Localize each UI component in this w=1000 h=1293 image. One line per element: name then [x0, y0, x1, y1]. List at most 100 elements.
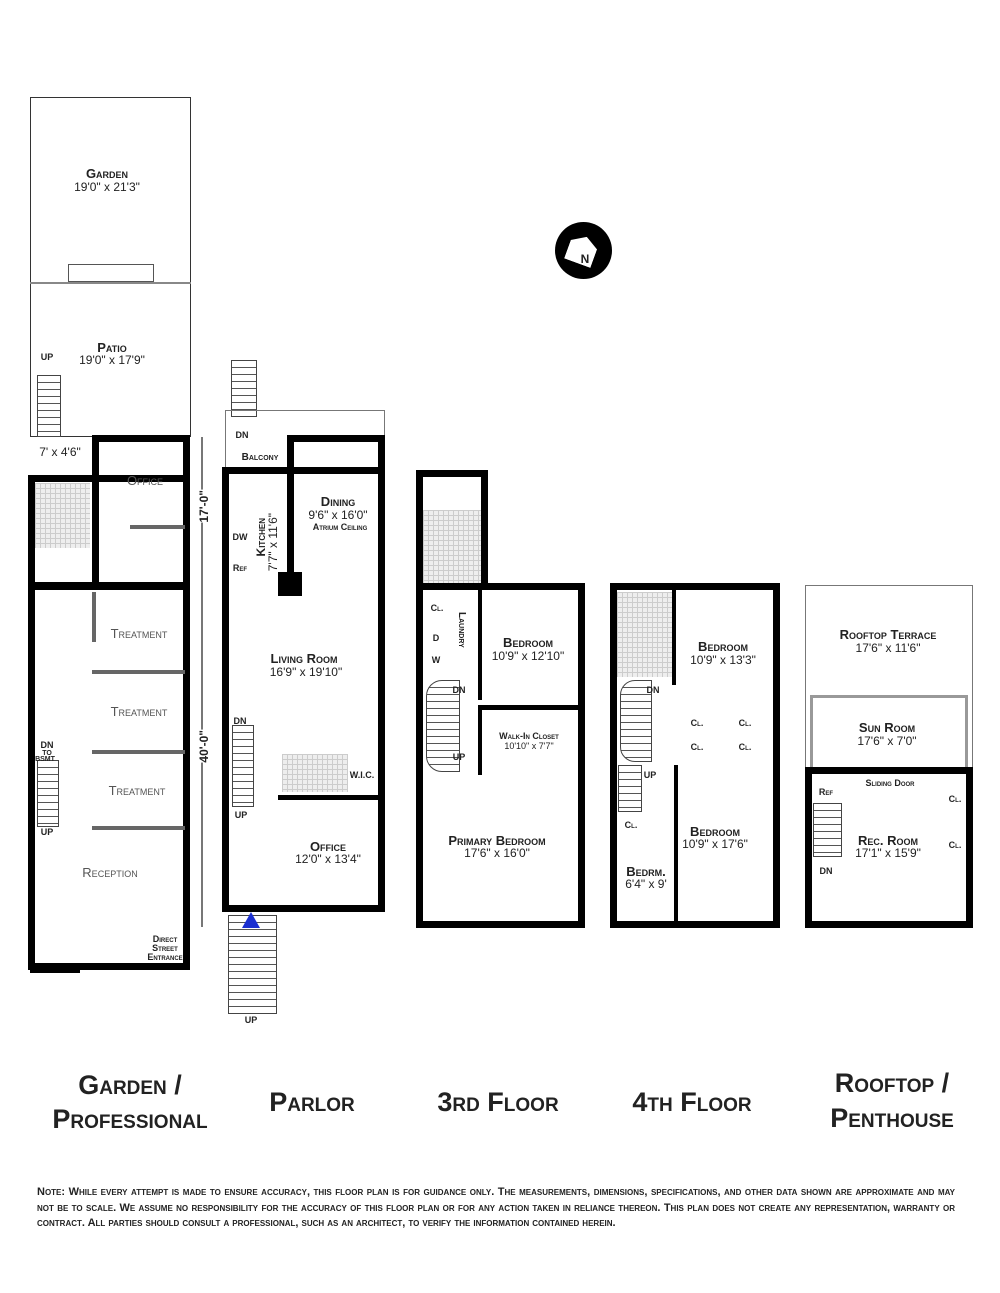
- living-room-dims: 16'9" x 19'10": [269, 665, 343, 679]
- parlor-stairs: [232, 725, 254, 807]
- stoop-stairs: [228, 915, 277, 1014]
- office-wall: [278, 795, 378, 800]
- basement-stairs: [37, 760, 59, 827]
- entrance-label-1: Direct: [152, 934, 178, 944]
- entrance-label-3: Entrance: [147, 952, 183, 962]
- bath-bump-walls: [416, 470, 488, 590]
- third-dn-label: DN: [452, 685, 466, 695]
- column: [278, 572, 302, 596]
- primary-bedroom-dims: 17'6" x 16'0": [464, 846, 530, 860]
- patio-label: Patio: [97, 340, 127, 355]
- spiral-stairs: [426, 680, 460, 772]
- garden-patio-divider: [30, 282, 191, 284]
- dryer-label: D: [432, 633, 440, 643]
- office-partition: [130, 525, 185, 529]
- kitchen-dims: 7'7" x 11'6": [266, 513, 280, 572]
- title-fourth: 4th Floor: [632, 1087, 752, 1117]
- dim-upper: 17'-0": [197, 490, 211, 523]
- fourth-up-label: UP: [643, 770, 657, 780]
- parlor-office-dims: 12'0" x 13'4": [295, 852, 361, 866]
- balcony-stairs: [231, 360, 257, 417]
- parlor-outer-walls: [222, 467, 385, 912]
- fourth-bedroom1-dims: 10'9" x 13'3": [690, 653, 756, 667]
- treatment-2-label: Treatment: [110, 704, 168, 719]
- dim-lower: 40'-0": [197, 730, 211, 763]
- rooftop-ref-label: Ref: [818, 787, 834, 797]
- garden-wall-mid: [35, 582, 190, 590]
- treatment-3-label: Treatment: [108, 783, 166, 798]
- garden-bathroom: [35, 483, 90, 548]
- patio-dims: 19'0" x 17'9": [79, 353, 145, 367]
- walkin-label: Walk-In Closet: [499, 731, 559, 741]
- title-rooftop-2: Penthouse: [830, 1103, 954, 1133]
- entrance-label-2: Street: [152, 943, 178, 953]
- dining-label: Dining: [320, 494, 356, 509]
- rec-room-dims: 17'1" x 15'9": [855, 846, 921, 860]
- treatment-wall-2: [92, 670, 185, 674]
- terrace-dims: 17'6" x 11'6": [855, 641, 921, 655]
- closet-3-label: Cl.: [690, 742, 704, 752]
- garden-outer-walls: [28, 475, 190, 970]
- fourth-bedroom1-label: Bedroom: [698, 639, 748, 654]
- disclaimer-note: Note: While every attempt is made to ens…: [37, 1186, 955, 1229]
- balcony-label: Balcony: [241, 452, 279, 463]
- primary-bedroom-label: Primary Bedroom: [448, 833, 546, 848]
- bedrm-dims: 6'4" x 9': [625, 877, 667, 891]
- third-outer-walls: [416, 583, 585, 928]
- fourth-dn-label: DN: [646, 685, 660, 695]
- garden-label: Garden: [85, 166, 129, 181]
- office-label: Office: [126, 473, 164, 488]
- closet-1-label: Cl.: [690, 718, 704, 728]
- stairs-dn-label: DN: [40, 740, 54, 750]
- fourth-lower-stairs: [618, 765, 642, 812]
- dining-dims: 9'6" x 16'0": [308, 508, 368, 522]
- closet-5-label: Cl.: [624, 820, 638, 830]
- atrium-label: Atrium Ceiling: [312, 522, 368, 532]
- washer-label: W: [431, 655, 441, 665]
- patio-stairs: [37, 375, 61, 437]
- title-rooftop-1: Rooftop /: [834, 1068, 950, 1098]
- terrace-label: Rooftop Terrace: [839, 627, 937, 642]
- rooftop-dn-label: DN: [819, 866, 833, 876]
- closet-wall-side: [478, 705, 482, 775]
- sliding-door-label: Sliding Door: [865, 778, 915, 788]
- title-garden-2: Professional: [52, 1104, 208, 1134]
- fourth-bath-wall: [672, 590, 676, 685]
- fourth-bedroom2-label: Bedroom: [690, 824, 740, 839]
- patio-up-label: UP: [40, 352, 54, 362]
- living-room-label: Living Room: [270, 651, 338, 666]
- rooftop-stairs: [813, 803, 842, 857]
- treatment-wall-3: [92, 750, 185, 754]
- stoop-up-label: UP: [244, 1015, 258, 1025]
- compass-n-label: N: [580, 252, 590, 266]
- garden-dims: 19'0" x 21'3": [74, 180, 140, 194]
- walkin-dims: 10'10" x 7'7": [504, 741, 554, 751]
- rooftop-closet-1: Cl.: [948, 794, 962, 804]
- rec-room-label: Rec. Room: [857, 833, 919, 848]
- treatment-wall-4: [92, 826, 185, 830]
- stairs-to-label: TO: [42, 750, 52, 757]
- closet-wall-top: [478, 705, 578, 710]
- third-bedroom-label: Bedroom: [503, 635, 553, 650]
- rooftop-closet-2: Cl.: [948, 840, 962, 850]
- fourth-spiral-stairs: [620, 680, 652, 762]
- dishwasher-label: DW: [232, 532, 248, 542]
- closet-2-label: Cl.: [738, 718, 752, 728]
- dimension-line: [201, 437, 203, 927]
- fourth-bathroom: [617, 592, 672, 677]
- third-bedroom-dims: 10'9" x 12'10": [491, 649, 565, 663]
- wic-label: W.I.C.: [349, 770, 375, 780]
- title-parlor: Parlor: [269, 1087, 355, 1117]
- fourth-bedroom-wall: [674, 765, 678, 925]
- sunroom-dims: 17'6" x 7'0": [857, 734, 917, 748]
- third-bathroom: [423, 510, 481, 585]
- title-third: 3rd Floor: [437, 1087, 559, 1117]
- ref-label: Ref: [232, 563, 248, 573]
- balcony-dn-label: DN: [235, 430, 249, 440]
- stairs-up-label: UP: [40, 827, 54, 837]
- third-up-label: UP: [452, 752, 466, 762]
- garden-planter: [68, 264, 154, 282]
- parlor-office-label: Office: [309, 839, 347, 854]
- closet-label: Cl.: [430, 603, 444, 613]
